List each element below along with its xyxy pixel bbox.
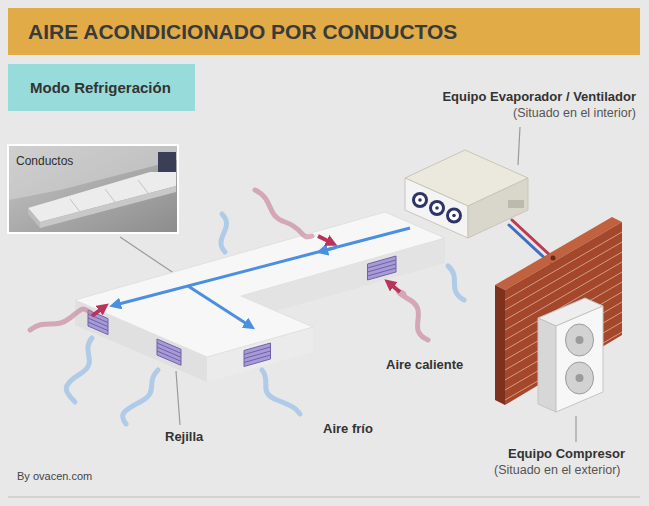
duct-photo: [138, 180, 148, 193]
grille: [368, 268, 397, 276]
air-label: Aire caliente: [386, 357, 463, 373]
cold-airflow-arrow: [115, 228, 410, 326]
cool-air: [262, 370, 300, 414]
grille: [88, 322, 108, 331]
warm-airflow-arrow: [318, 236, 332, 243]
duct-photo: [28, 208, 40, 228]
title-band: AIRE ACONDICIONADO POR CONDUCTOS: [8, 8, 640, 55]
duct-photo: [70, 199, 80, 212]
grille: [244, 347, 271, 355]
unit-location: (Situado en el exterior): [494, 463, 620, 478]
duct-photo: [8, 145, 178, 233]
refrigerant-pipe: [512, 220, 553, 258]
grille: [157, 351, 181, 361]
compressor-unit: [566, 324, 594, 356]
warm-air: [399, 292, 428, 340]
credit-watermark: By ovacen.com: [17, 470, 92, 483]
warm-airflow-arrow: [92, 307, 104, 316]
duct-photo: [8, 145, 178, 233]
grille: [244, 355, 271, 363]
photo-inset: Conductos: [8, 145, 178, 233]
brick-wall: [505, 232, 622, 300]
mode-box: Modo Refrigeración: [8, 64, 195, 111]
evaporator-unit: [452, 214, 456, 218]
cool-air: [66, 214, 464, 424]
warm-air: [255, 190, 312, 237]
cool-air: [221, 214, 227, 252]
grille: [368, 260, 397, 268]
brick-wall: [495, 285, 505, 405]
brick-wall: [505, 242, 622, 310]
air-label: Aire frío: [323, 421, 373, 437]
grille: [368, 256, 397, 280]
duct-photo: [105, 189, 115, 202]
grille: [244, 351, 271, 359]
evaporator-unit: [508, 200, 524, 208]
leader-line: [575, 416, 576, 442]
pipe-hole: [551, 256, 556, 261]
compressor-unit: [556, 306, 603, 412]
grille: [88, 318, 108, 327]
evaporator-unit: [418, 198, 422, 202]
cold-airflow-arrow: [322, 248, 336, 252]
brick-wall: [505, 262, 622, 330]
box-text: Modo Refrigeración: [30, 79, 171, 96]
compressor-unit: [576, 336, 584, 344]
evaporator-unit: [449, 211, 459, 221]
title-text: AIRE ACONDICIONADO POR CONDUCTOS: [28, 20, 457, 44]
grille: [88, 314, 108, 323]
unit-location: (Situado en el interior): [513, 106, 636, 121]
cold-airflow-arrow: [188, 286, 250, 326]
evaporator-unit: [435, 206, 439, 210]
evaporator-unit: [405, 178, 468, 238]
leader-line: [176, 371, 180, 425]
evaporator-unit: [429, 200, 445, 216]
duct-body: [75, 212, 445, 357]
compressor-unit: [538, 298, 603, 412]
duct-photo: [40, 186, 176, 228]
unit-name: Equipo Evaporador / Ventilador: [442, 89, 636, 105]
evaporator-unit: [468, 178, 528, 238]
compressor-unit: [576, 374, 584, 382]
compressor-unit: [566, 362, 594, 394]
leader-line: [518, 127, 520, 165]
part-name: Rejilla: [165, 429, 203, 445]
cool-air: [448, 266, 464, 300]
compressor-unit: [538, 318, 556, 412]
evaporator-unit: [446, 208, 462, 224]
footer-rule: [8, 497, 640, 498]
warm-airflow-arrow: [389, 283, 400, 292]
warm-air: [30, 309, 90, 330]
cool-air: [123, 370, 158, 424]
grille: [157, 339, 181, 365]
warm-air: [30, 190, 428, 340]
cold-airflow-arrow: [115, 228, 410, 305]
warm-airflow-arrow: [92, 236, 400, 316]
unit-name: Equipo Compresor: [508, 446, 625, 462]
duct-body: [75, 212, 445, 382]
evaporator-unit: [432, 203, 442, 213]
evaporator-unit: [412, 192, 428, 208]
box-text: Conductos: [16, 154, 73, 168]
duct-photo: [158, 152, 176, 172]
evaporator-unit: [415, 195, 425, 205]
grille: [244, 343, 271, 367]
cool-air: [66, 338, 92, 402]
grille: [368, 264, 397, 272]
